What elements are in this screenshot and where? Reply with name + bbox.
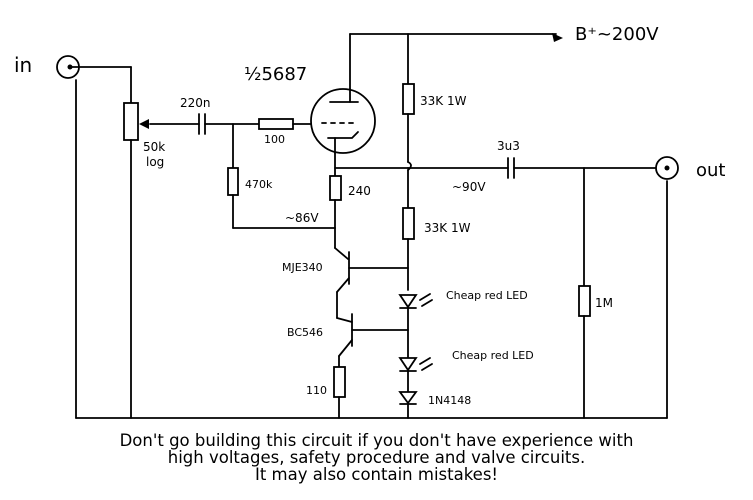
input-jack [56,55,132,419]
output-resistor [578,167,591,419]
cathode-voltage: ~86V [285,211,319,225]
emitter-resistor-value: 110 [306,384,327,397]
anode-resistor-value: 33K 1W [420,94,467,108]
transistor-bottom [336,291,409,357]
circuit-schematic: in 50k log 220n 100 470k ~86V [14,24,725,419]
pot-value: 50k [143,140,165,154]
warning-line-3: It may also contain mistakes! [254,465,499,484]
anode-voltage: ~90V [452,180,486,194]
led-2 [398,357,433,393]
emitter-resistor [333,355,346,419]
supply-rail [349,33,563,90]
output-jack [655,156,679,419]
current-resistor [402,169,415,291]
grid-leak-value: 470k [245,178,273,191]
warning-line-1: Don't go building this circuit if you do… [119,431,634,450]
transistor-top-type: MJE340 [282,261,323,274]
input-capacitor [149,113,260,135]
grid-stopper-resistor [258,118,313,130]
output-capacitor [407,157,668,179]
current-resistor-value: 33K 1W [424,221,471,235]
diode-label: 1N4148 [428,394,471,407]
input-label: in [14,53,32,77]
valve-tube [310,88,376,154]
output-label: out [696,160,725,181]
supply-voltage: B⁺~200V [575,24,659,45]
grid-leak-resistor [227,123,336,229]
cathode-resistor-value: 240 [348,184,371,198]
pot-taper: log [146,155,164,169]
safety-warning: Don't go building this circuit if you do… [0,432,753,483]
valve-type: ½5687 [244,64,307,85]
signal-diode [398,391,418,419]
led-2-label: Cheap red LED [452,349,534,362]
led-1-label: Cheap red LED [446,289,528,302]
cap-in-value: 220n [180,96,211,110]
cathode-resistor [329,152,412,229]
cap-out-value: 3u3 [497,139,520,153]
anode-resistor [402,83,415,163]
volume-pot [123,66,149,419]
output-resistor-value: 1M [595,296,613,310]
transistor-top [334,227,409,293]
warning-line-2: high voltages, safety procedure and valv… [167,448,586,467]
led-1 [398,293,433,359]
transistor-bottom-type: BC546 [287,326,323,339]
grid-stopper-value: 100 [264,133,285,146]
